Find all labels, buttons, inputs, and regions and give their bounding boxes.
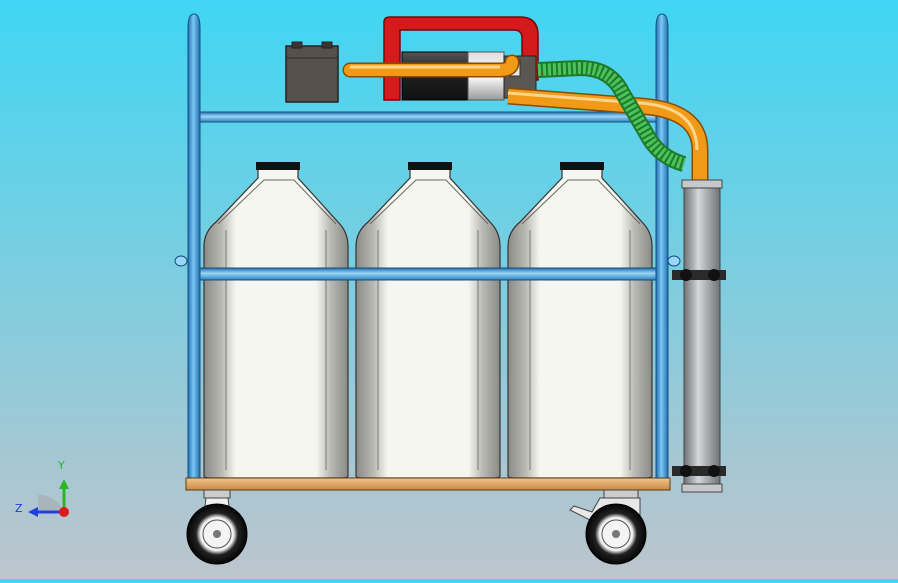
triad-plane — [38, 494, 64, 512]
orientation-triad[interactable]: Y Z — [10, 455, 80, 525]
clamp-lower — [672, 465, 726, 477]
z-axis-label: Z — [15, 502, 23, 515]
water-canister — [355, 162, 501, 479]
orange-hose — [342, 54, 709, 186]
middle-rail — [199, 267, 657, 281]
clamp-upper — [672, 269, 726, 281]
water-canister — [203, 162, 349, 479]
caster-wheel-with-brake — [569, 489, 647, 565]
caster-wheel — [186, 489, 248, 565]
wooden-base — [185, 477, 671, 491]
water-canister — [507, 162, 653, 479]
green-hose — [537, 59, 687, 172]
y-axis-arrow — [59, 479, 69, 489]
z-axis-arrow — [28, 507, 38, 517]
filter-cylinder — [672, 179, 726, 493]
battery — [285, 41, 339, 103]
red-handle — [383, 16, 539, 101]
y-axis-label: Y — [58, 459, 65, 472]
x-axis-dot — [59, 507, 69, 517]
